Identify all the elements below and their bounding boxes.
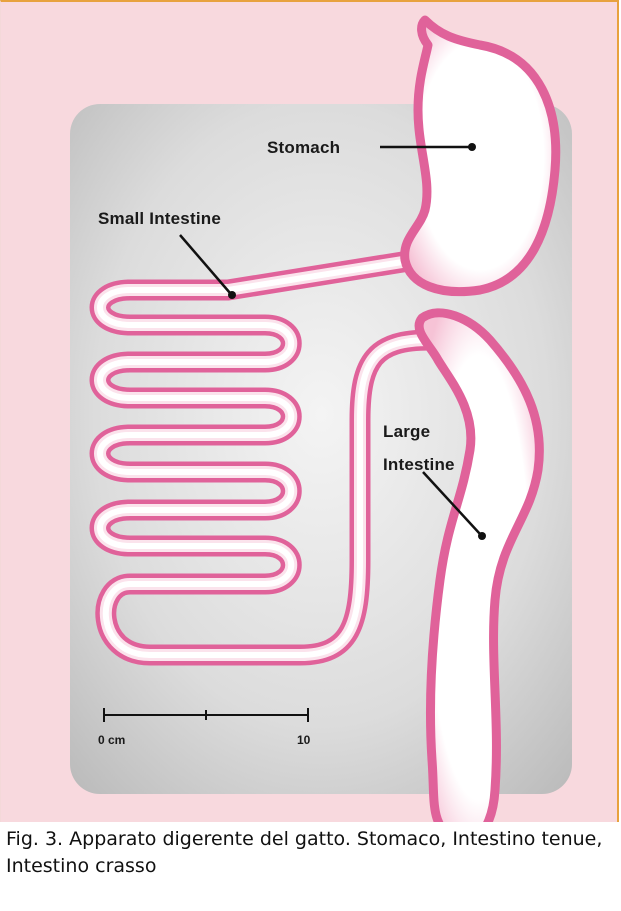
large-intestine-label-line1: Large: [383, 422, 430, 441]
stomach-label: Stomach: [267, 138, 340, 157]
small-intestine-label: Small Intestine: [98, 209, 221, 228]
scale-end-label: 10: [297, 733, 311, 747]
digestive-diagram: Stomach Small Intestine Large Intestine …: [0, 0, 621, 822]
figure-caption: Fig. 3. Apparato digerente del gatto. St…: [6, 826, 616, 880]
large-intestine-label-line2: Intestine: [383, 455, 455, 474]
scale-start-label: 0 cm: [98, 733, 125, 747]
stomach-organ: [405, 20, 556, 292]
